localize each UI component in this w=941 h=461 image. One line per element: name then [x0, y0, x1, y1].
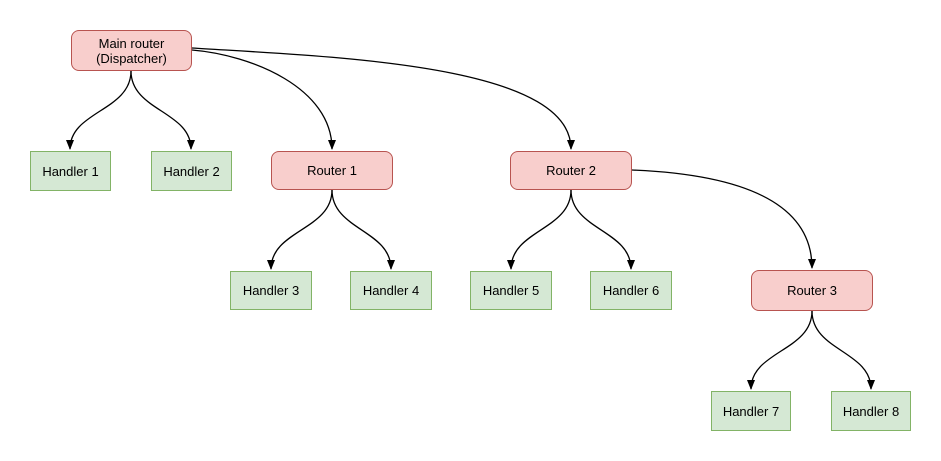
edge-main-handler1 [66, 70, 132, 150]
node-handler-6: Handler 6 [590, 271, 672, 310]
edge-main-router2 [191, 47, 575, 150]
edge-router2-handler6 [570, 189, 635, 270]
node-handler-4: Handler 4 [350, 271, 432, 310]
node-router-2: Router 2 [510, 151, 632, 190]
node-handler-3: Handler 3 [230, 271, 312, 310]
edge-main-handler2 [130, 70, 195, 150]
edge-main-router1 [191, 49, 336, 150]
edge-router2-handler5 [507, 189, 572, 270]
edge-router1-handler4 [331, 189, 395, 270]
node-handler-5: Handler 5 [470, 271, 552, 310]
edge-router1-handler3 [267, 189, 333, 270]
node-handler-7: Handler 7 [711, 391, 791, 431]
node-handler-2: Handler 2 [151, 151, 232, 191]
node-router-1: Router 1 [271, 151, 393, 190]
edge-router3-handler7 [747, 310, 813, 390]
node-handler-1: Handler 1 [30, 151, 111, 191]
edge-router2-router3 [631, 169, 816, 269]
node-handler-8: Handler 8 [831, 391, 911, 431]
edge-router3-handler8 [811, 310, 875, 390]
node-router-3: Router 3 [751, 270, 873, 311]
node-main-router: Main router (Dispatcher) [71, 30, 192, 71]
